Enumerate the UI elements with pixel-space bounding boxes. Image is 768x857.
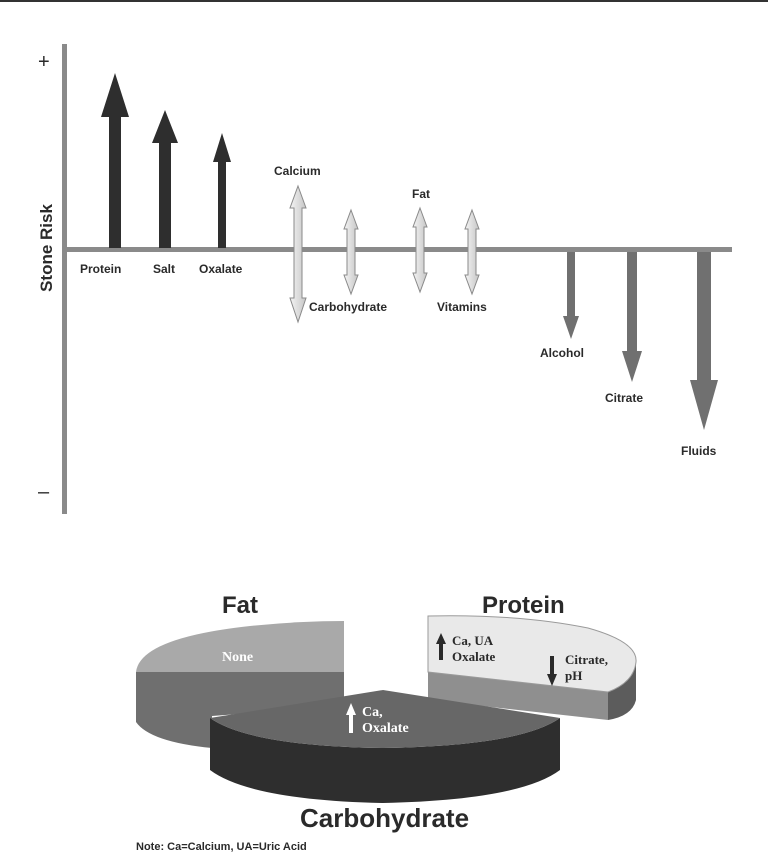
arrow-carbohydrate: Carbohydrate: [309, 210, 387, 314]
label-calcium: Calcium: [274, 164, 321, 178]
label-protein: Protein: [80, 262, 121, 276]
protein-title: Protein: [482, 592, 565, 619]
arrow-fat: Fat: [412, 187, 430, 292]
exploded-pie-chart: Fat None Protein Ca, UA Oxalate Citrate,…: [136, 592, 636, 853]
plus-label: +: [38, 51, 50, 73]
label-alcohol: Alcohol: [540, 346, 584, 360]
arrow-fluids: Fluids: [681, 252, 718, 458]
protein-up-arrow: [101, 73, 129, 248]
fat-text: None: [222, 650, 253, 665]
stone-risk-chart: + – Stone Risk Protein Salt Oxalate Calc…: [37, 44, 732, 514]
arrow-citrate: Citrate: [605, 252, 643, 405]
y-axis-title: Stone Risk: [37, 204, 56, 292]
arrow-vitamins: Vitamins: [437, 210, 487, 314]
pie-slice-carbohydrate: Ca, Oxalate Carbohydrate: [210, 690, 560, 833]
carbohydrate-up-text-line1: Ca,: [362, 705, 383, 720]
label-fluids: Fluids: [681, 444, 717, 458]
salt-up-arrow: [152, 110, 178, 248]
protein-up-text-line2: Oxalate: [452, 649, 496, 664]
label-fat: Fat: [412, 187, 430, 201]
abbreviation-note: Note: Ca=Calcium, UA=Uric Acid: [136, 841, 307, 853]
label-citrate: Citrate: [605, 391, 643, 405]
protein-down-text-line2: pH: [565, 668, 582, 683]
label-vitamins: Vitamins: [437, 300, 487, 314]
citrate-down-arrow: [622, 252, 642, 382]
carbohydrate-up-text-line2: Oxalate: [362, 721, 409, 736]
label-carbohydrate: Carbohydrate: [309, 300, 387, 314]
minus-label: –: [38, 481, 50, 503]
label-oxalate: Oxalate: [199, 262, 243, 276]
carbohydrate-title: Carbohydrate: [300, 803, 469, 833]
label-salt: Salt: [153, 262, 175, 276]
arrow-protein: Protein: [80, 73, 129, 276]
top-border: [0, 0, 768, 2]
arrow-calcium: Calcium: [274, 164, 321, 322]
y-axis: [62, 44, 67, 514]
fluids-down-arrow: [690, 252, 718, 430]
arrow-oxalate: Oxalate: [199, 133, 243, 276]
pie-slice-protein: Protein Ca, UA Oxalate Citrate, pH: [428, 592, 636, 720]
protein-down-text-line1: Citrate,: [565, 652, 608, 667]
fat-title: Fat: [222, 592, 258, 619]
oxalate-up-arrow: [213, 133, 231, 248]
arrow-alcohol: Alcohol: [540, 252, 584, 360]
protein-up-text-line1: Ca, UA: [452, 633, 494, 648]
calcium-double-arrow: [290, 186, 306, 322]
alcohol-down-arrow: [563, 252, 579, 339]
